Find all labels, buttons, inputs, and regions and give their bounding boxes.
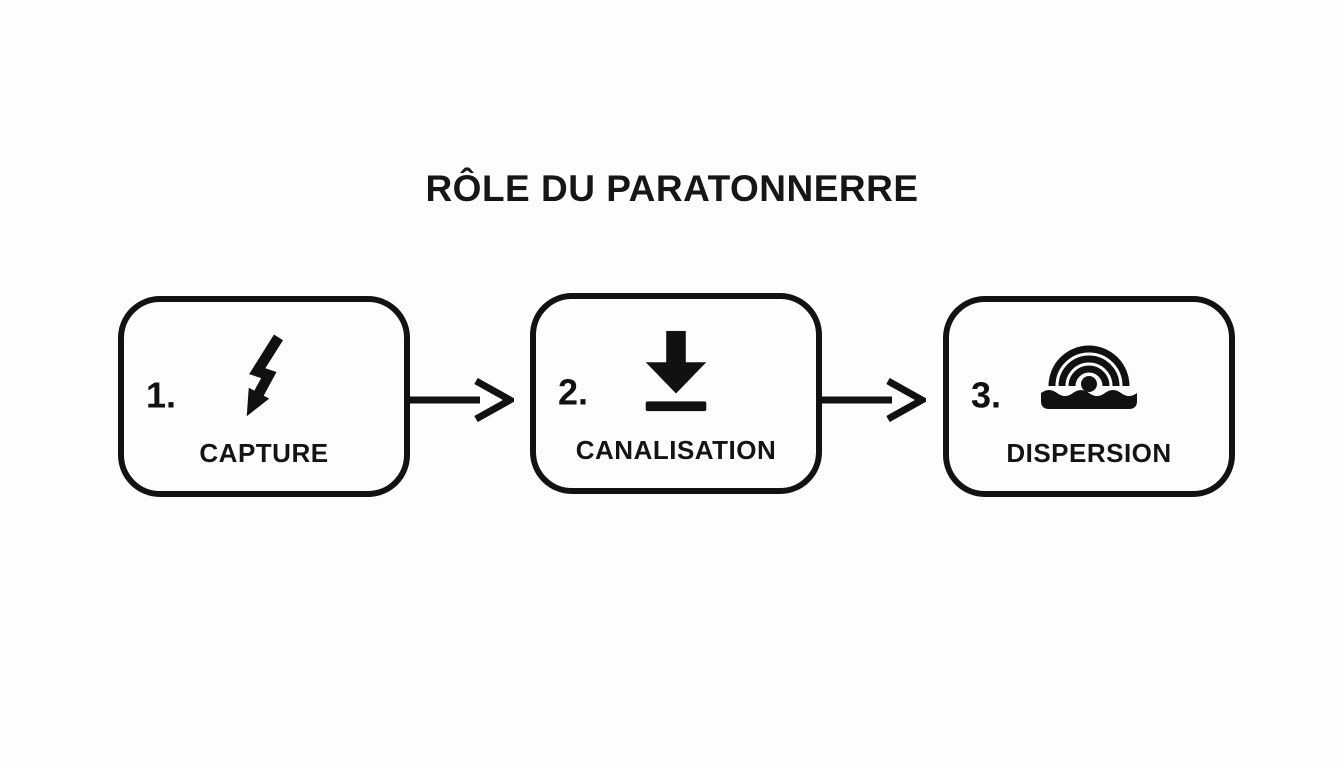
- step-label: CANALISATION: [575, 435, 777, 465]
- right-arrow-icon: [822, 377, 930, 423]
- lightning-strike-icon: [235, 332, 293, 422]
- step-box-capture: 1. CAPTURE: [118, 296, 410, 497]
- down-arrow-to-ground-icon: [631, 329, 721, 415]
- ground-dispersion-waves-icon: [1039, 332, 1139, 410]
- step-number: 1.: [146, 373, 177, 415]
- step-label: DISPERSION: [1006, 438, 1172, 468]
- diagram-title: RÔLE DU PARATONNERRE: [425, 168, 919, 209]
- step-box-dispersion: 3. DISPERSION: [943, 296, 1235, 497]
- step-label: CAPTURE: [199, 438, 329, 468]
- step-number: 3.: [971, 373, 1002, 415]
- right-arrow-icon: [410, 377, 518, 423]
- step-number: 2.: [558, 370, 589, 412]
- step-box-canalisation: 2. CANALISATION: [530, 293, 822, 494]
